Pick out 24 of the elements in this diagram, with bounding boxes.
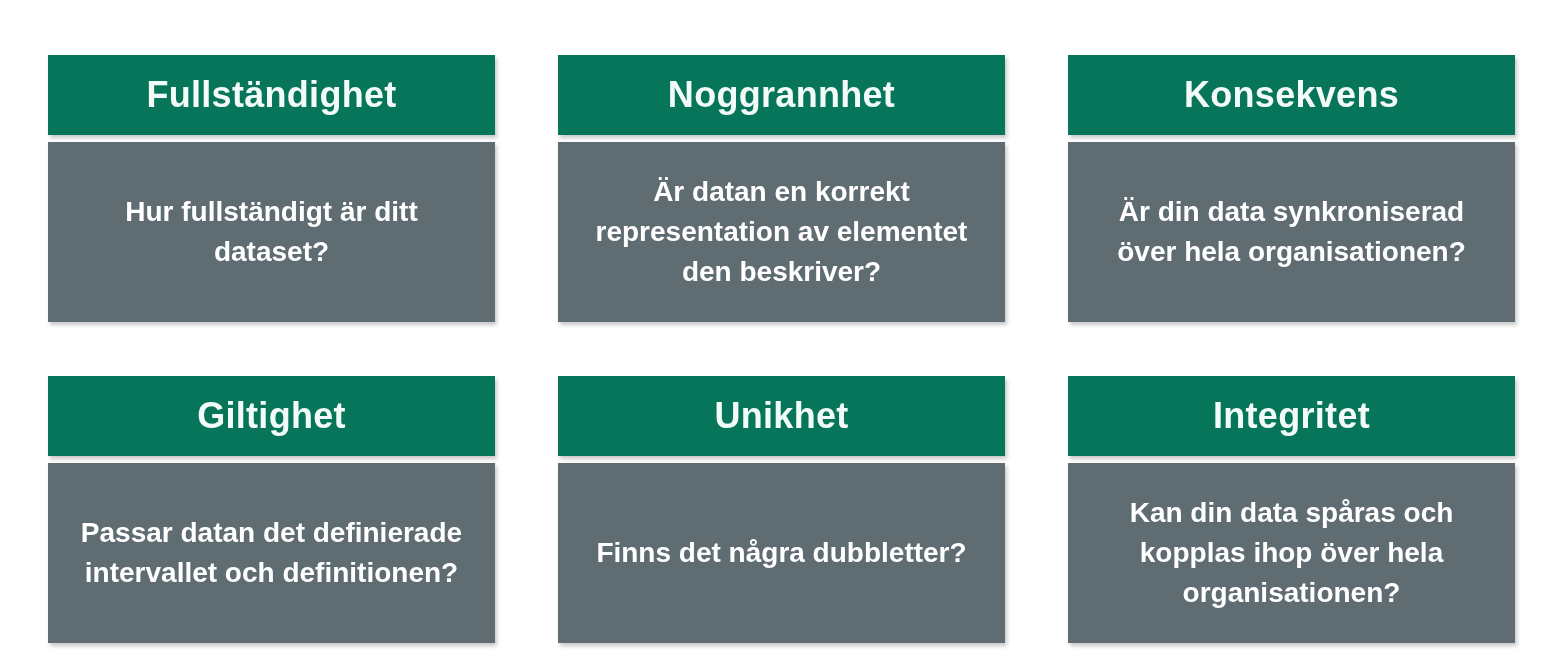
question-text: Kan din data spåras och kopplas ihop över hela organisationen? — [1128, 496, 1455, 610]
heading-text: Noggrannhet — [667, 74, 896, 116]
question-text: Passar datan det definierade intervallet och definitionen? — [79, 516, 464, 590]
question-text: Är datan en korrekt representation av elementet den beskriver? — [594, 175, 969, 289]
heading-text: Integritet — [1213, 395, 1370, 437]
heading-bar — [558, 376, 1005, 456]
question-panel — [48, 142, 495, 322]
heading-bar — [1068, 376, 1515, 456]
heading-text: Giltighet — [197, 395, 346, 437]
heading-text: Fullständighet — [146, 74, 397, 116]
question-text: Är din data synkroniserad över hela organisationen? — [1116, 195, 1467, 269]
question-panel — [1068, 463, 1515, 643]
heading-bar — [1068, 55, 1515, 135]
question-panel — [558, 142, 1005, 322]
heading-bar — [48, 55, 495, 135]
question-panel — [1068, 142, 1515, 322]
question-panel — [558, 463, 1005, 643]
question-panel — [48, 463, 495, 643]
heading-text: Unikhet — [714, 395, 849, 437]
heading-bar — [48, 376, 495, 456]
question-text: Finns det några dubbletter? — [596, 536, 967, 570]
question-text: Hur fullständigt är ditt dataset? — [124, 195, 419, 269]
heading-text: Konsekvens — [1183, 74, 1400, 116]
heading-bar — [558, 55, 1005, 135]
